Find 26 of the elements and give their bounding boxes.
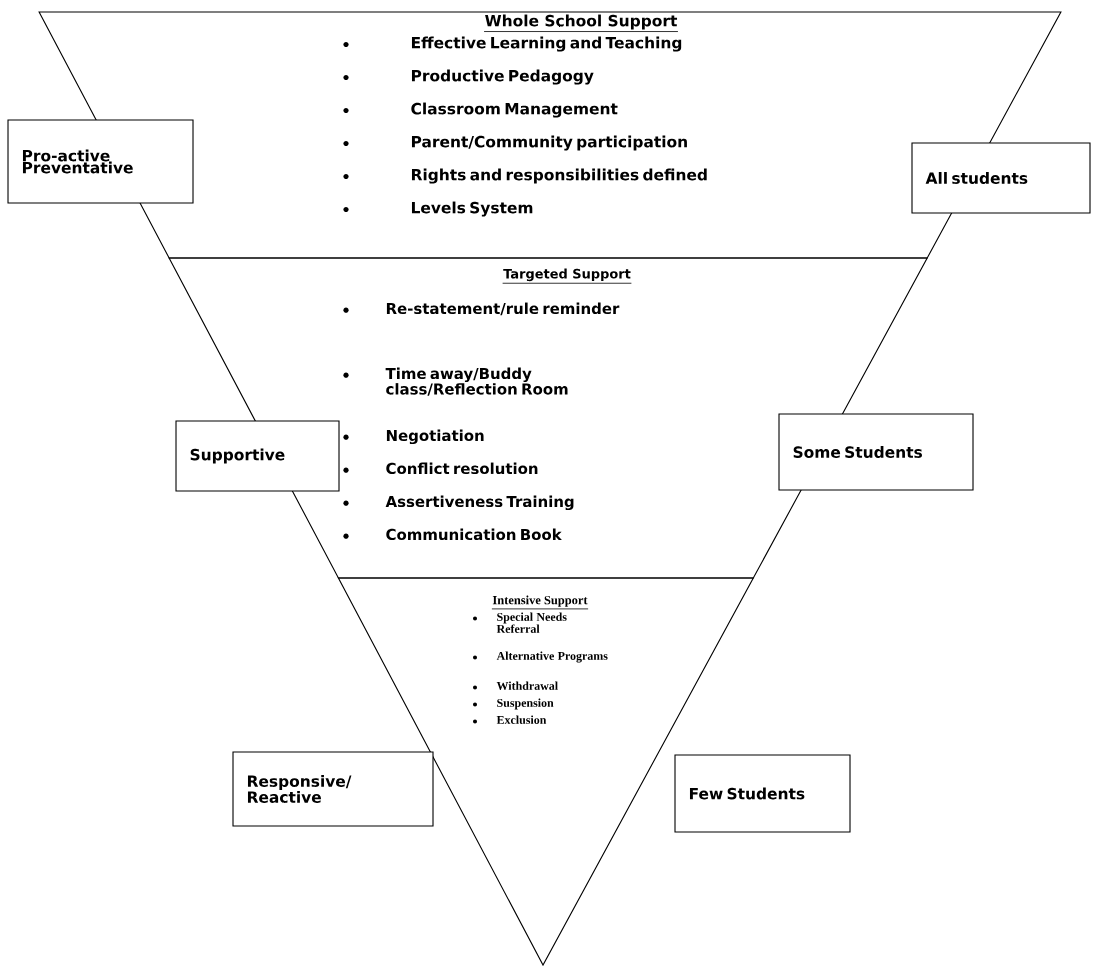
band-heading: Targeted Support: [502, 268, 632, 284]
label-box: Few Students: [674, 754, 851, 833]
bullet-item: Rights and responsibilities defined: [343, 168, 707, 184]
bullet-item: Suspension: [473, 698, 554, 710]
bullet-item: Negotiation: [343, 429, 484, 445]
bullet-item: Alternative Programs: [473, 651, 608, 663]
band-heading: Whole School Support: [483, 14, 679, 32]
bullet-item: Parent/Community participation: [343, 135, 687, 151]
label-box: Responsive/ Reactive: [232, 751, 434, 827]
label-box: Pro-active Preventative: [7, 119, 194, 204]
bullet-item: Special Needs Referral: [473, 612, 567, 633]
bullet-item: Conflict resolution: [343, 462, 538, 475]
bullet-item: Assertiveness Training: [343, 495, 574, 511]
bullet-item: Communication Book: [343, 528, 562, 541]
bullet-item: Re-statement/rule reminder: [343, 302, 620, 316]
label-box: All students: [911, 142, 1091, 214]
bullet-item: Classroom Management: [343, 102, 618, 118]
bullet-item: Withdrawal: [473, 681, 558, 691]
bullet-item: Productive Pedagogy: [343, 69, 594, 85]
label-box: Supportive: [175, 420, 340, 492]
bullet-item: Effective Learning and Teaching: [343, 36, 682, 52]
bullet-item: Time away/Buddy class/Reflection Room: [343, 367, 568, 396]
bullet-item: Exclusion: [473, 715, 547, 724]
band-heading: Intensive Support: [491, 595, 589, 610]
label-box: Some Students: [778, 413, 974, 491]
bullet-item: Levels System: [343, 201, 533, 217]
